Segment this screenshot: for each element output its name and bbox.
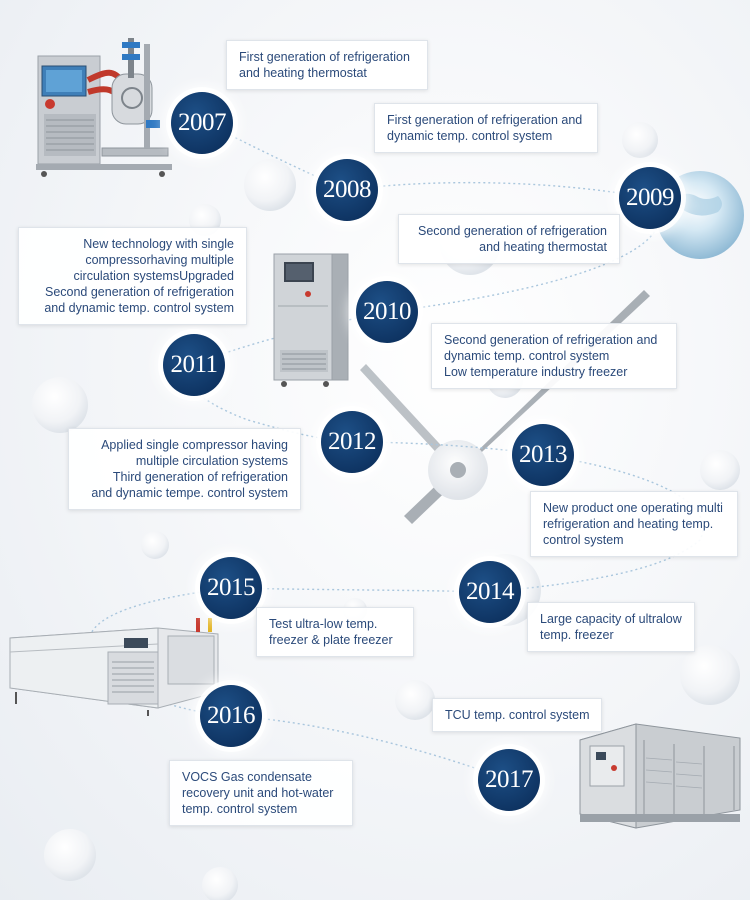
year-badge-2015: 2015 xyxy=(200,557,262,619)
milestone-2010-line-2: compressorhaving multiple xyxy=(85,253,234,267)
milestone-2011-line-2: dynamic temp. control system xyxy=(444,349,610,363)
milestone-2010-description: New technology with single compressorhav… xyxy=(18,227,247,325)
milestone-2012-line-4: and dynamic tempe. control system xyxy=(91,486,288,500)
milestone-2016-line-3: temp. control system xyxy=(182,802,298,816)
year-badge-2012: 2012 xyxy=(321,411,383,473)
milestone-2014-line-2: temp. freezer xyxy=(540,628,614,642)
milestone-2016-description: VOCS Gas condensate recovery unit and ho… xyxy=(169,760,353,826)
milestone-2014-description: Large capacity of ultralow temp. freezer xyxy=(527,602,695,652)
milestone-2011-description: Second generation of refrigeration and d… xyxy=(431,323,677,389)
milestone-2012-description: Applied single compressor having multipl… xyxy=(68,428,301,510)
milestone-2010-line-1: New technology with single xyxy=(83,237,234,251)
milestone-2015-line-2: freezer & plate freezer xyxy=(269,633,393,647)
milestone-2013-line-3: control system xyxy=(543,533,624,547)
milestone-2012-line-1: Applied single compressor having xyxy=(101,438,288,452)
milestone-2017-description: TCU temp. control system xyxy=(432,698,602,732)
milestone-2015-description: Test ultra-low temp. freezer & plate fre… xyxy=(256,607,414,657)
milestone-2009-description: Second generation of refrigeration and h… xyxy=(398,214,620,264)
cabinet-chiller-image xyxy=(273,253,349,387)
milestone-2008-line-2: dynamic temp. control system xyxy=(387,129,553,143)
milestone-2011-line-1: Second generation of refrigeration and xyxy=(444,333,658,347)
milestone-2010-line-4: Second generation of refrigeration xyxy=(44,285,234,299)
globe-land xyxy=(672,193,722,216)
milestone-2012-line-3: Third generation of refrigeration xyxy=(112,470,288,484)
year-badge-2011: 2011 xyxy=(163,334,225,396)
year-badge-2010: 2010 xyxy=(356,281,418,343)
reactor-thermostat-image xyxy=(36,38,172,177)
milestone-2015-line-1: Test ultra-low temp. xyxy=(269,617,378,631)
milestone-2010-line-5: and dynamic temp. control system xyxy=(44,301,234,315)
industrial-freezer-image xyxy=(9,618,219,716)
year-badge-2014: 2014 xyxy=(459,561,521,623)
milestone-2012-line-2: multiple circulation systems xyxy=(135,454,288,468)
tcu-unit-image xyxy=(579,723,741,829)
milestone-2008-description: First generation of refrigeration and dy… xyxy=(374,103,598,153)
milestone-2016-line-1: VOCS Gas condensate xyxy=(182,770,312,784)
milestone-2013-line-2: refrigeration and heating temp. xyxy=(543,517,714,531)
milestone-2014-line-1: Large capacity of ultralow xyxy=(540,612,682,626)
milestone-2007-line-2: and heating thermostat xyxy=(239,66,367,80)
milestone-2007-line-1: First generation of refrigeration xyxy=(239,50,410,64)
milestone-2009-line-2: and heating thermostat xyxy=(479,240,607,254)
year-badge-2017: 2017 xyxy=(478,749,540,811)
milestone-2008-line-1: First generation of refrigeration and xyxy=(387,113,583,127)
milestone-2010-line-3: circulation systemsUpgraded xyxy=(73,269,235,283)
milestone-2009-line-1: Second generation of refrigeration xyxy=(417,224,607,238)
year-badge-2008: 2008 xyxy=(316,159,378,221)
milestone-2017-line-1: TCU temp. control system xyxy=(445,708,590,722)
year-badge-2016: 2016 xyxy=(200,685,262,747)
milestone-2016-line-2: recovery unit and hot-water xyxy=(182,786,334,800)
milestone-2013-description: New product one operating multi refriger… xyxy=(530,491,738,557)
milestone-2013-line-1: New product one operating multi xyxy=(543,501,723,515)
year-badge-2013: 2013 xyxy=(512,424,574,486)
milestone-2007-description: First generation of refrigeration and he… xyxy=(226,40,428,90)
year-badge-2007: 2007 xyxy=(171,92,233,154)
year-badge-2009: 2009 xyxy=(619,167,681,229)
milestone-2011-line-3: Low temperature industry freezer xyxy=(444,365,628,379)
